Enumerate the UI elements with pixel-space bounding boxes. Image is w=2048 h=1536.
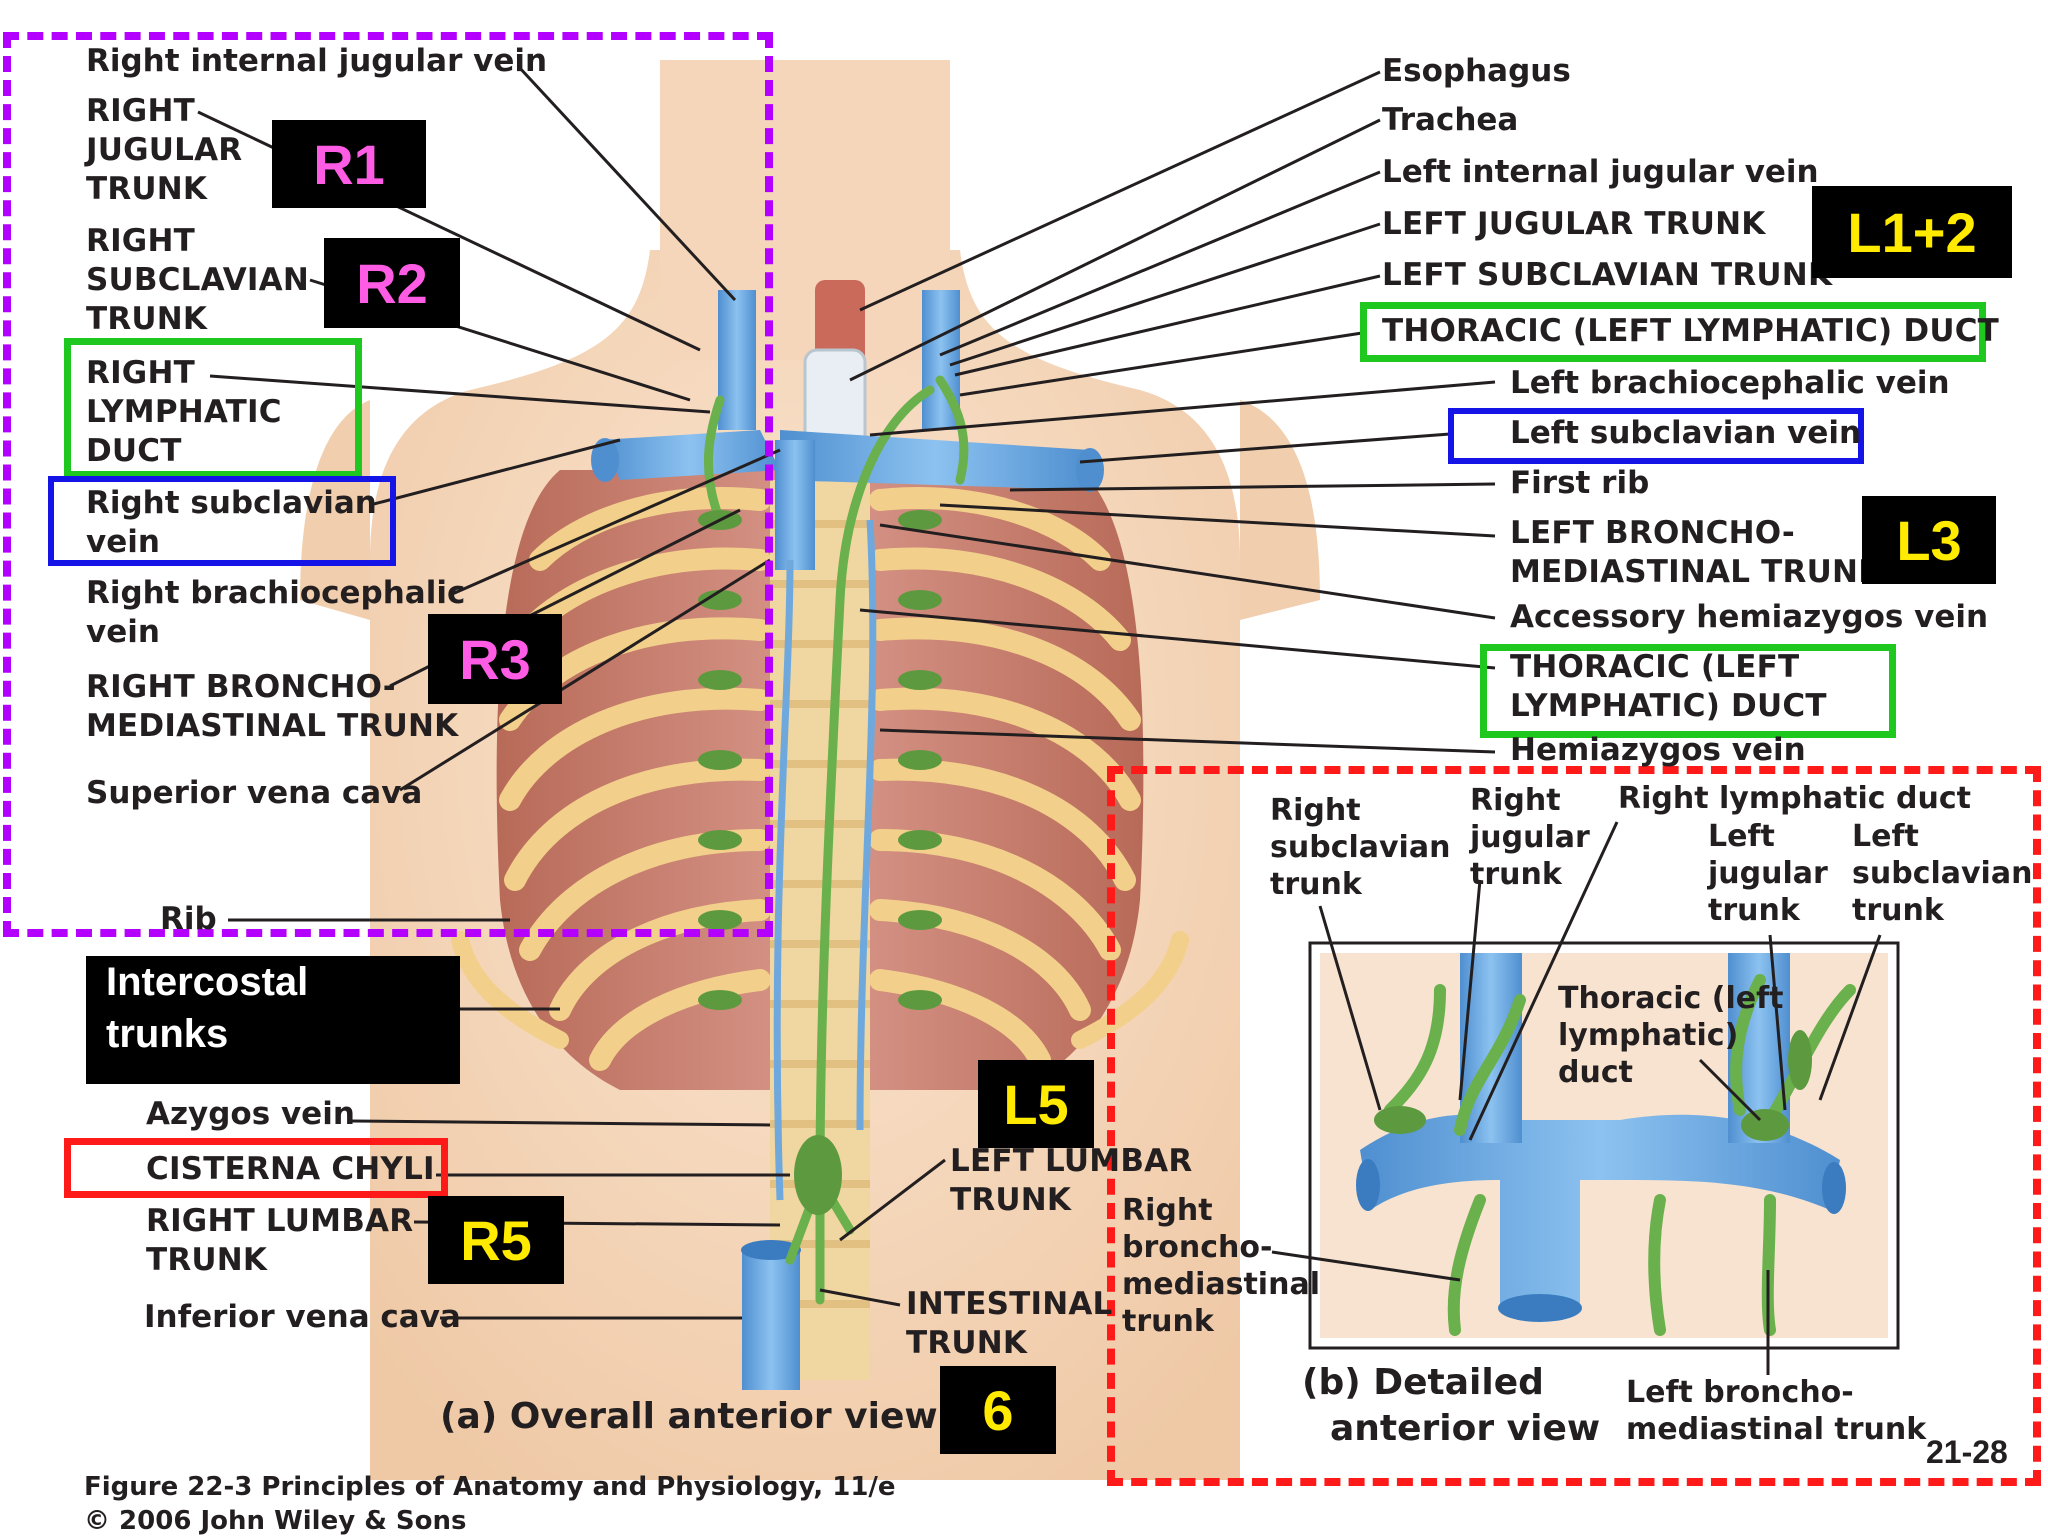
- green-box-right-lymphatic-duct: [64, 338, 362, 478]
- label-trachea: Trachea: [1382, 102, 1519, 138]
- leader-lines: [197, 64, 1882, 1375]
- red-box-cisterna-chyli: [64, 1138, 448, 1198]
- detail-label-left-jugular-trunk: Left jugular trunk: [1708, 819, 1828, 928]
- label-left-brachiocephalic-vein: Left brachiocephalic vein: [1510, 365, 1950, 401]
- label-right-lumbar-trunk: RIGHT LUMBAR TRUNK: [146, 1203, 414, 1278]
- label-thoracic-duct-lower: THORACIC (LEFT LYMPHATIC) DUCT: [1510, 649, 1827, 724]
- tag-l1-2: L1+2: [1812, 186, 2012, 278]
- slide-number: 21-28: [1926, 1434, 2008, 1470]
- green-box-thoracic-duct-lower: [1480, 644, 1896, 738]
- label-right-subclavian-trunk: RIGHT SUBCLAVIAN TRUNK: [86, 223, 309, 337]
- label-right-subclavian-vein: Right subclavian vein: [86, 485, 377, 560]
- right-subclavian-vein-end: [591, 438, 619, 482]
- label-left-bronchomediastinal-trunk: LEFT BRONCHO- MEDIASTINAL TRUNK: [1510, 515, 1883, 590]
- label-thoracic-duct-upper: THORACIC (LEFT LYMPHATIC) DUCT: [1382, 313, 2000, 349]
- detail-label-right-lymphatic-duct: Right lymphatic duct: [1618, 781, 1971, 816]
- label-right-jugular-trunk: RIGHT JUGULAR TRUNK: [86, 93, 243, 207]
- label-left-subclavian-vein: Left subclavian vein: [1510, 415, 1862, 451]
- tag-6: 6: [940, 1366, 1056, 1454]
- label-left-subclavian-trunk: LEFT SUBCLAVIAN TRUNK: [1382, 257, 1833, 293]
- blue-box-left-subclavian-vein: [1448, 408, 1864, 464]
- tag-r1: R1: [272, 120, 426, 208]
- tag-l5: L5: [978, 1060, 1094, 1148]
- detail-label-left-subclavian-trunk: Left subclavian trunk: [1852, 819, 2033, 928]
- detail-label-right-subclavian-trunk: Right subclavian trunk: [1270, 793, 1451, 902]
- intercostal-nodes: [698, 510, 942, 1215]
- label-superior-vena-cava: Superior vena cava: [86, 775, 423, 811]
- label-right-lymphatic-duct: RIGHT LYMPHATIC DUCT: [86, 355, 282, 469]
- label-hemiazygos-vein: Hemiazygos vein: [1510, 732, 1806, 768]
- view-b-caption: (b) Detailed anterior view: [1302, 1362, 1601, 1449]
- label-cisterna-chyli: CISTERNA CHYLI: [146, 1151, 435, 1187]
- label-left-lumbar-trunk: LEFT LUMBAR TRUNK: [950, 1143, 1193, 1218]
- tag-r3: R3: [428, 614, 562, 704]
- label-first-rib: First rib: [1510, 465, 1650, 501]
- green-box-thoracic-duct-upper: [1360, 302, 1986, 362]
- label-inferior-vena-cava: Inferior vena cava: [144, 1299, 461, 1335]
- purple-dashed-region: [3, 32, 773, 937]
- lower-ribs: [451, 931, 1189, 1049]
- label-right-bronchomediastinal-trunk: RIGHT BRONCHO- MEDIASTINAL TRUNK: [86, 669, 459, 744]
- left-subclavian-vein-end: [1076, 448, 1104, 492]
- tag-intercostal-trunks: Intercostal trunks: [86, 956, 460, 1084]
- label-right-internal-jugular-vein: Right internal jugular vein: [86, 43, 548, 79]
- label-right-brachiocephalic-vein: Right brachiocephalic vein: [86, 575, 466, 650]
- detail-label-right-jugular-trunk: Right jugular trunk: [1470, 783, 1590, 892]
- tag-r2: R2: [324, 238, 460, 328]
- tag-r5: R5: [428, 1196, 564, 1284]
- red-dashed-region: [1107, 766, 2041, 1486]
- azygos-system: [773, 519, 877, 1201]
- ivc-opening: [741, 1240, 801, 1260]
- label-rib: Rib: [160, 901, 217, 937]
- tag-l3: L3: [1862, 496, 1996, 584]
- left-shoulder: [1240, 400, 1320, 620]
- figure-credit: Figure 22-3 Principles of Anatomy and Ph…: [84, 1472, 896, 1536]
- neck: [660, 60, 950, 360]
- blue-box-right-subclavian-vein: [48, 476, 396, 566]
- detail-label-thoracic-duct: Thoracic (left lymphatic) duct: [1558, 981, 1784, 1090]
- label-intestinal-trunk: INTESTINAL TRUNK: [906, 1286, 1113, 1361]
- label-esophagus: Esophagus: [1382, 53, 1571, 89]
- veins: [600, 290, 1090, 1390]
- label-accessory-hemiazygos-vein: Accessory hemiazygos vein: [1510, 599, 1989, 635]
- label-azygos-vein: Azygos vein: [146, 1096, 355, 1132]
- label-left-internal-jugular-vein: Left internal jugular vein: [1382, 154, 1819, 190]
- label-left-jugular-trunk: LEFT JUGULAR TRUNK: [1382, 206, 1766, 242]
- detail-label-left-bronchomediastinal-trunk: Left broncho- mediastinal trunk: [1626, 1375, 1927, 1447]
- view-a-caption: (a) Overall anterior view: [440, 1396, 938, 1437]
- detail-label-right-bronchomediastinal-trunk: Right broncho- mediastinal trunk: [1122, 1193, 1320, 1339]
